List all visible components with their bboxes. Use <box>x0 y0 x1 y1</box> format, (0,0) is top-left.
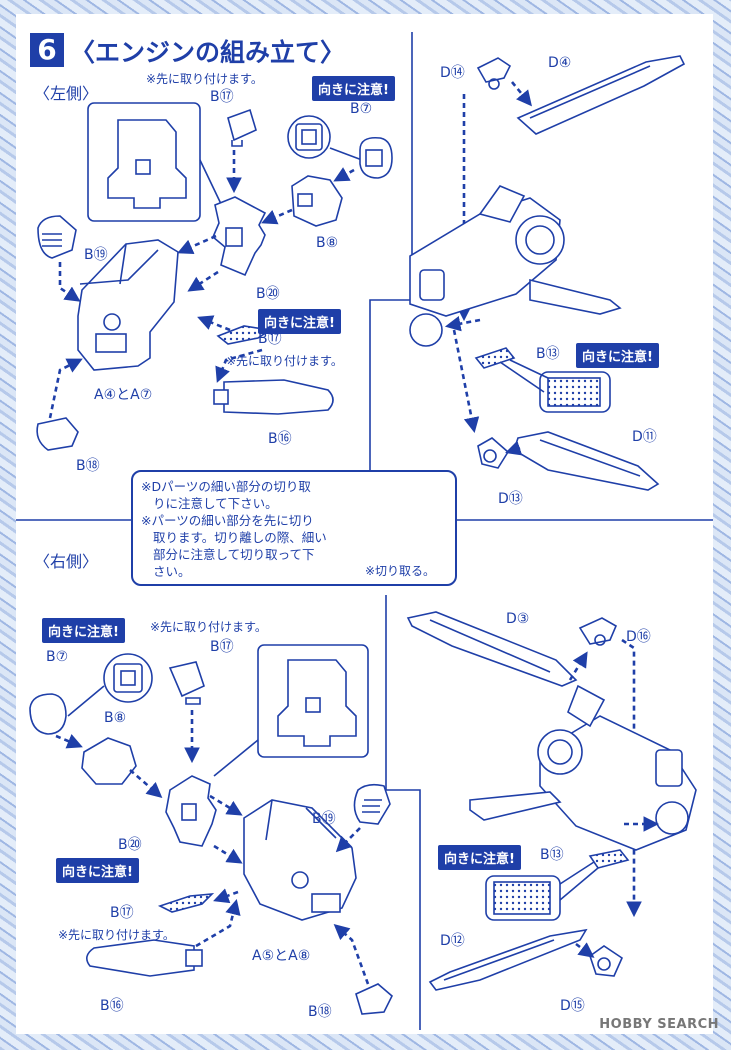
lower-right-d12-wing <box>428 928 588 991</box>
note-attach-first-top: ※先に取り付けます。 <box>146 72 263 86</box>
note-attach-first-lower: ※先に取り付けます。 <box>226 354 343 368</box>
callout-line-6: さい。 <box>153 564 191 579</box>
lower-right-b13-detail <box>485 861 599 921</box>
lower-right-engine-assembly <box>469 684 697 851</box>
callout-line-1: ※Dパーツの細い部分の切り取 <box>141 479 311 494</box>
right-b7-detail <box>67 653 153 717</box>
left-b16-part <box>213 379 334 415</box>
lower-right-d15-part <box>589 945 624 977</box>
left-b8-part <box>291 175 343 227</box>
label-right-b7: B⑦ <box>46 649 69 665</box>
label-right-b19: B⑲ <box>312 811 336 827</box>
label-left-b19: B⑲ <box>84 247 108 263</box>
label-right-b20: B⑳ <box>118 837 142 853</box>
left-frame-detail <box>87 102 223 222</box>
orientation-badge-2: 向きに注意! <box>258 309 341 334</box>
right-b8-part <box>81 737 137 785</box>
divider-vertical-bottom <box>385 595 421 1030</box>
label-right-b17-low: B⑰ <box>110 905 134 921</box>
label-right-b17-top: B⑰ <box>210 639 234 655</box>
right-frame-detail <box>213 644 369 777</box>
right-b17-low-part <box>157 893 215 913</box>
orientation-badge-6: 向きに注意! <box>438 845 521 870</box>
label-left-a-parts: A④とA⑦ <box>94 387 153 403</box>
upper-right-d14-part <box>476 57 512 90</box>
label-lower-right-d15: D⑮ <box>560 998 585 1014</box>
label-right-b8: B⑧ <box>104 710 127 726</box>
left-b20-frame <box>212 196 267 277</box>
upper-right-b13-detail <box>499 359 611 413</box>
callout-line-5: 部分に注意して切り取って下 <box>153 547 315 562</box>
label-left-b8: B⑧ <box>316 235 339 251</box>
left-b7-detail <box>287 115 363 161</box>
orientation-badge-1: 向きに注意! <box>312 76 395 101</box>
label-upper-right-d4: D④ <box>548 55 572 71</box>
section-right-heading: 〈右側〉 <box>34 552 99 571</box>
note-attach-first-right-top: ※先に取り付けます。 <box>150 620 267 634</box>
callout-line-4: 取ります。切り離しの際、細い <box>153 530 327 545</box>
step-title: 〈エンジンの組み立て〉 <box>70 38 346 67</box>
divider-vertical-top <box>369 32 413 470</box>
left-b7-cap <box>359 136 393 179</box>
callout-line-2: りに注意して下さい。 <box>153 496 278 511</box>
right-b7-cap <box>29 693 67 735</box>
label-lower-right-d3: D③ <box>506 611 530 627</box>
label-lower-right-b13: B⑬ <box>540 847 564 863</box>
lower-right-b13-part <box>588 849 630 869</box>
label-left-b20: B⑳ <box>256 286 280 302</box>
cutting-caution-callout: ※Dパーツの細い部分の切り取 りに注意して下さい。 ※パーツの細い部分を先に切り… <box>131 470 457 586</box>
label-left-b7: B⑦ <box>350 101 373 117</box>
watermark: HOBBY SEARCH <box>599 1017 719 1032</box>
section-left-heading: 〈左側〉 <box>34 84 99 103</box>
label-left-b17-low: B⑰ <box>258 331 282 347</box>
lower-right-d16-part <box>578 617 618 646</box>
label-left-b17-top: B⑰ <box>210 89 234 105</box>
step-number: 6 <box>30 33 64 67</box>
lower-right-d3-wing <box>406 611 578 687</box>
upper-right-engine-assembly <box>409 185 622 347</box>
right-engine-body <box>243 799 357 921</box>
right-b20-frame <box>165 775 217 847</box>
label-right-b16: B⑯ <box>100 998 124 1014</box>
orientation-badge-3: 向きに注意! <box>576 343 659 368</box>
callout-line-3: ※パーツの細い部分を先に切り <box>141 513 314 528</box>
label-right-a-parts: A⑤とA⑧ <box>252 948 311 964</box>
left-b17-lower <box>216 325 273 345</box>
label-upper-right-d11: D⑪ <box>632 429 657 445</box>
note-cut-off: ※切り取る。 <box>365 564 436 578</box>
upper-right-d4-wing <box>516 55 686 135</box>
label-upper-right-b13: B⑬ <box>536 346 560 362</box>
right-b18-part <box>355 983 393 1015</box>
orientation-badge-4: 向きに注意! <box>42 618 125 643</box>
label-lower-right-d12: D⑫ <box>440 933 465 949</box>
right-b17-top-part <box>168 661 205 705</box>
label-left-b16: B⑯ <box>268 431 292 447</box>
right-b16-part <box>86 939 203 977</box>
label-left-b18: B⑱ <box>76 458 100 474</box>
label-right-b18: B⑱ <box>308 1004 332 1020</box>
note-attach-first-right-lower: ※先に取り付けます。 <box>58 928 175 942</box>
upper-right-d13-part <box>477 437 510 469</box>
left-b17-part <box>227 108 257 147</box>
upper-right-b13-part <box>474 347 516 369</box>
left-b19-part <box>37 215 77 259</box>
left-engine-body <box>77 239 179 371</box>
orientation-badge-5: 向きに注意! <box>56 858 139 883</box>
label-upper-right-d13: D⑬ <box>498 491 523 507</box>
label-upper-right-d14: D⑭ <box>440 65 465 81</box>
right-b19-part <box>353 783 391 825</box>
left-b18-part <box>36 417 79 451</box>
label-lower-right-d16: D⑯ <box>626 629 651 645</box>
